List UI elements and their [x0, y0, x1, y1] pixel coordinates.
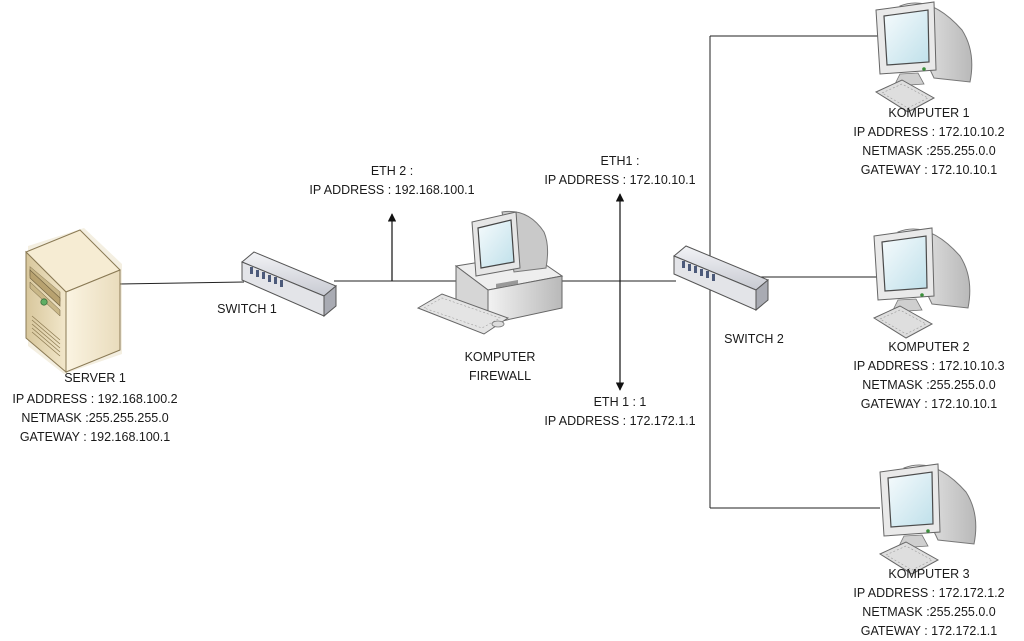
server1-ip: IP ADDRESS : 192.168.100.2	[12, 392, 178, 406]
server1-gateway: GATEWAY : 192.168.100.1	[19, 430, 171, 444]
server-icon[interactable]	[25, 228, 122, 374]
komputer1-netmask: NETMASK :255.255.0.0	[862, 144, 996, 158]
komputer3-netmask: NETMASK :255.255.0.0	[862, 605, 996, 619]
komputer1-label: KOMPUTER 1 IP ADDRESS : 172.10.10.2 NETM…	[834, 104, 1024, 180]
komputer2-ip: IP ADDRESS : 172.10.10.3	[853, 359, 1005, 373]
komputer3-ip: IP ADDRESS : 172.172.1.2	[853, 586, 1005, 600]
firewall-label: KOMPUTER FIREWALL	[440, 348, 560, 386]
link-server-switch1	[117, 281, 245, 285]
switch2-name: SWITCH 2	[724, 332, 784, 346]
interface-arrows	[387, 193, 625, 391]
komputer3-name: KOMPUTER 3	[888, 567, 970, 581]
eth1-1-name: ETH 1 : 1	[593, 395, 647, 409]
eth2-name: ETH 2 :	[370, 164, 414, 178]
komputer1-ip: IP ADDRESS : 172.10.10.2	[853, 125, 1005, 139]
server1-label: SERVER 1 IP ADDRESS : 192.168.100.2 NETM…	[0, 369, 190, 447]
switch1-label: SWITCH 1	[205, 300, 289, 319]
eth1-ip: IP ADDRESS : 172.10.10.1	[544, 173, 696, 187]
komputer2-netmask: NETMASK :255.255.0.0	[862, 378, 996, 392]
firewall-name-line2: FIREWALL	[468, 369, 532, 383]
komputer3-icon[interactable]	[879, 463, 977, 575]
eth1-name: ETH1 :	[600, 154, 640, 168]
komputer2-label: KOMPUTER 2 IP ADDRESS : 172.10.10.3 NETM…	[834, 338, 1024, 414]
komputer1-name: KOMPUTER 1	[888, 106, 970, 120]
komputer1-icon[interactable]	[875, 1, 973, 113]
komputer1-gateway: GATEWAY : 172.10.10.1	[860, 163, 998, 177]
eth1-1-label: ETH 1 : 1 IP ADDRESS : 172.172.1.1	[520, 393, 720, 431]
switch2-icon[interactable]	[673, 245, 769, 312]
komputer3-gateway: GATEWAY : 172.172.1.1	[860, 624, 998, 638]
komputer3-label: KOMPUTER 3 IP ADDRESS : 172.172.1.2 NETM…	[834, 565, 1024, 641]
switch1-icon[interactable]	[241, 251, 337, 318]
komputer2-gateway: GATEWAY : 172.10.10.1	[860, 397, 998, 411]
eth1-1-ip: IP ADDRESS : 172.172.1.1	[544, 414, 696, 428]
server1-netmask: NETMASK :255.255.255.0	[21, 411, 169, 425]
komputer2-icon[interactable]	[873, 227, 971, 339]
eth2-label: ETH 2 : IP ADDRESS : 192.168.100.1	[282, 162, 502, 200]
switch2-label: SWITCH 2	[712, 330, 796, 349]
eth1-label: ETH1 : IP ADDRESS : 172.10.10.1	[520, 152, 720, 190]
firewall-name-line1: KOMPUTER	[464, 350, 536, 364]
switch1-name: SWITCH 1	[217, 302, 277, 316]
firewall-computer-icon[interactable]	[416, 210, 564, 335]
eth2-ip: IP ADDRESS : 192.168.100.1	[309, 183, 475, 197]
server1-name: SERVER 1	[64, 371, 126, 385]
komputer2-name: KOMPUTER 2	[888, 340, 970, 354]
